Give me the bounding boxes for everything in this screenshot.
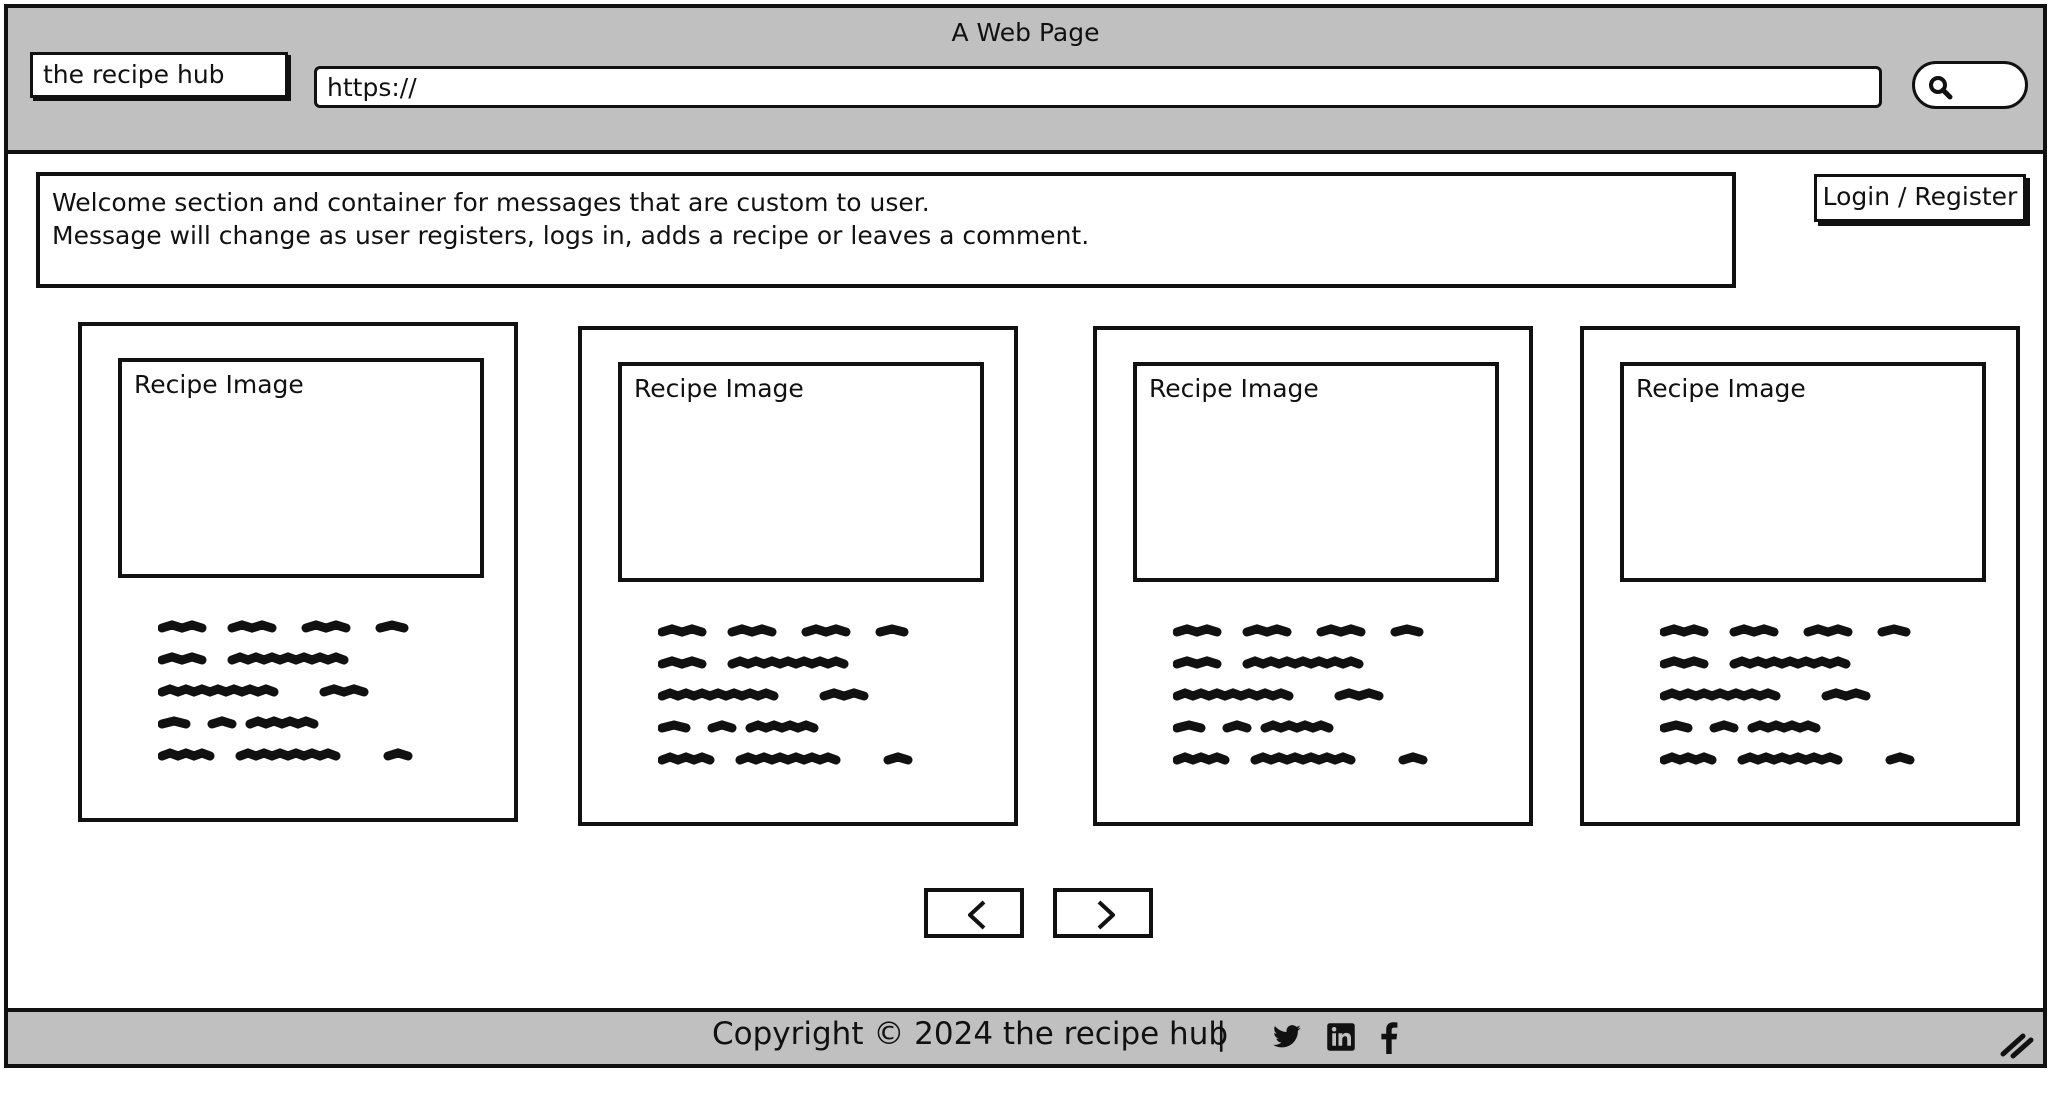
recipe-image-placeholder[interactable]: Recipe Image <box>118 358 484 578</box>
resize-grip-icon[interactable] <box>1997 1028 2035 1060</box>
recipe-description-scribble <box>1173 624 1428 765</box>
facebook-icon[interactable] <box>1378 1022 1400 1054</box>
recipe-image-placeholder[interactable]: Recipe Image <box>1620 362 1986 582</box>
next-page-button[interactable] <box>1053 888 1153 938</box>
site-name-box[interactable]: the recipe hub <box>30 52 288 98</box>
browser-titlebar: A Web Page the recipe hub https:// <box>8 8 2043 154</box>
footer-separator: | <box>1216 1016 1227 1052</box>
window-title: A Web Page <box>951 18 1100 47</box>
recipe-image-placeholder[interactable]: Recipe Image <box>1133 362 1499 582</box>
page-footer: Copyright © 2024 the recipe hub | <box>8 1008 2043 1064</box>
chevron-left-icon <box>968 900 986 930</box>
recipe-card[interactable]: Recipe Image <box>1580 326 2020 826</box>
welcome-line-2: Message will change as user registers, l… <box>52 221 1090 250</box>
twitter-icon[interactable] <box>1270 1022 1304 1052</box>
login-register-button[interactable]: Login / Register <box>1814 174 2026 222</box>
welcome-message-panel: Welcome section and container for messag… <box>36 172 1736 288</box>
recipe-card[interactable]: Recipe Image <box>1093 326 1533 826</box>
recipe-image-placeholder[interactable]: Recipe Image <box>618 362 984 582</box>
url-input[interactable]: https:// <box>314 66 1882 108</box>
search-button[interactable] <box>1912 61 2028 109</box>
linkedin-icon[interactable] <box>1326 1022 1356 1052</box>
recipe-description-scribble <box>658 624 913 765</box>
chevron-right-icon <box>1097 900 1115 930</box>
recipe-description-scribble <box>1660 624 1915 765</box>
recipe-card[interactable]: Recipe Image <box>578 326 1018 826</box>
copyright-text: Copyright © 2024 the recipe hub <box>712 1016 1229 1052</box>
recipe-card[interactable]: Recipe Image <box>78 322 518 822</box>
welcome-line-1: Welcome section and container for messag… <box>52 188 930 217</box>
search-icon <box>1929 76 1953 100</box>
recipe-description-scribble <box>158 620 413 761</box>
browser-window: A Web Page the recipe hub https:// Welco… <box>4 4 2047 1068</box>
previous-page-button[interactable] <box>924 888 1024 938</box>
